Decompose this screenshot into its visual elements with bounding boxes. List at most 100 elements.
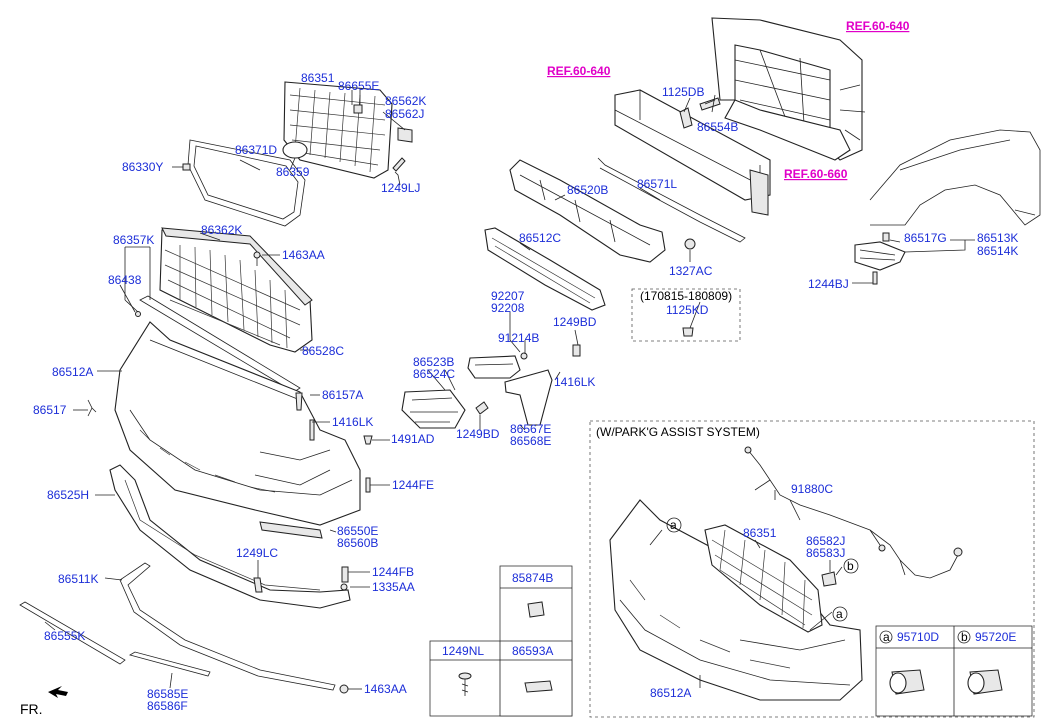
part-number-label[interactable]: 1416LK [554, 375, 595, 389]
part-number-label[interactable]: 86330Y [122, 160, 163, 174]
ref-label[interactable]: REF.60-660 [784, 167, 848, 181]
part-number-label[interactable]: 86513K [977, 231, 1018, 245]
part-number-label[interactable]: 86582J [806, 534, 845, 548]
part-number-label[interactable]: 1125DB [662, 85, 704, 99]
park-assist-box [589, 420, 1035, 718]
clip-86330y-drawing [182, 163, 191, 171]
part-number-label[interactable]: 92208 [491, 301, 525, 315]
molding-strip-86357k-drawing [139, 295, 301, 393]
part-number-label[interactable]: 86438 [108, 273, 142, 287]
part-number-label[interactable]: 86359 [276, 165, 310, 179]
front-bumper-cover-drawing [114, 321, 361, 526]
part-number-label[interactable]: 86567E [510, 422, 551, 436]
part-number-label[interactable]: 86562J [385, 107, 424, 121]
part-number-label[interactable]: 1249LC [236, 546, 278, 560]
part-number-label[interactable]: 86357K [113, 233, 154, 247]
part-number-label[interactable]: 86517G [904, 231, 947, 245]
part-number-label[interactable]: 1463AA [364, 682, 407, 696]
part-number-label[interactable]: 86593A [512, 644, 553, 658]
part-number-label[interactable]: 86554B [697, 120, 738, 134]
part-number-label[interactable]: 86525H [47, 488, 89, 502]
fender-outline-drawing [869, 129, 1041, 226]
part-number-label[interactable]: 1125KD [666, 303, 709, 317]
part-number-label[interactable]: 86571L [637, 177, 677, 191]
part-number-label[interactable]: 86511K [58, 572, 98, 586]
part-number-label[interactable]: 86560B [337, 536, 378, 550]
marker-b-circle [843, 558, 859, 574]
sensor-table [875, 625, 1033, 717]
part-number-label[interactable]: 86550E [337, 524, 378, 538]
radiator-support-drawing [711, 17, 866, 161]
clip-86593a-drawing [524, 680, 553, 693]
part-number-label[interactable]: 86655E [338, 79, 379, 93]
part-number-label[interactable]: 1249BD [456, 427, 500, 441]
sensor-marker-a: a [883, 630, 890, 644]
part-number-label[interactable]: 1491AD [391, 432, 435, 446]
part-number-label[interactable]: 86555K [44, 629, 85, 643]
part-number-label[interactable]: 95720E [975, 630, 1016, 644]
part-number-label[interactable]: 86520B [567, 183, 608, 197]
part-number-label[interactable]: 86512C [519, 231, 561, 245]
lower-grille-drawing [159, 227, 313, 353]
part-number-label[interactable]: 86568E [510, 434, 551, 448]
part-number-label[interactable]: 86512A [52, 365, 93, 379]
strip-86585e-drawing [128, 651, 211, 677]
clip-85874b-drawing [527, 601, 545, 618]
part-number-label[interactable]: 86586F [147, 699, 188, 713]
part-number-label[interactable]: 1416LK [332, 415, 373, 429]
part-number-label[interactable]: 1249NL [442, 644, 484, 658]
screw-1249lj-drawing [392, 157, 406, 172]
part-number-label[interactable]: 86514K [977, 244, 1018, 258]
lower-strip-86511k-drawing [119, 562, 336, 691]
front-direction-label: FR. [20, 701, 43, 717]
nut-1327ac-drawing [684, 238, 696, 250]
part-number-label[interactable]: 1327AC [669, 264, 713, 278]
part-number-label[interactable]: 86351 [301, 71, 335, 85]
part-number-label[interactable]: 1463AA [282, 248, 325, 262]
part-number-label[interactable]: 86524C [413, 367, 455, 381]
park-assist-leaders [649, 490, 843, 688]
part-number-label[interactable]: 86585E [147, 687, 188, 701]
lower-garnish-86512c-drawing [484, 227, 606, 311]
part-number-label[interactable]: 92207 [491, 289, 525, 303]
part-number-label[interactable]: 86523B [413, 355, 454, 369]
part-number-label[interactable]: 95710D [897, 630, 939, 644]
part-number-label[interactable]: 86528C [302, 344, 344, 358]
bumper-beam-drawing [614, 89, 771, 216]
ref-label[interactable]: REF.60-640 [846, 19, 910, 33]
part-number-label[interactable]: 86517 [33, 403, 67, 417]
skid-plate-drawing [259, 521, 323, 539]
part-number-label[interactable]: 1249LJ [381, 181, 420, 195]
park-assist-bumper-drawing [609, 499, 863, 701]
part-number-label[interactable]: 85874B [512, 571, 553, 585]
marker-a-circle-1 [666, 517, 682, 533]
marker-a-circle-2 [832, 606, 848, 622]
part-number-label[interactable]: 1244BJ [808, 277, 849, 291]
ref-label[interactable]: REF.60-640 [547, 64, 611, 78]
part-number-label[interactable]: 86562K [385, 94, 426, 108]
sensor-95710d-drawing [889, 669, 925, 695]
part-number-label[interactable]: 1244FB [372, 565, 414, 579]
part-number-label[interactable]: 1244FE [392, 478, 434, 492]
part-number-label[interactable]: 91880C [791, 482, 833, 496]
parts-table [429, 565, 573, 717]
bracket-86562k-drawing [397, 127, 413, 143]
beam-strip-drawing [597, 157, 746, 243]
part-number-label[interactable]: 86362K [201, 223, 242, 237]
sensor-95720e-drawing [967, 669, 1003, 695]
side-bracket-drawing [854, 232, 906, 285]
part-number-label[interactable]: 86512A [650, 686, 691, 700]
marker-a-label: a [670, 518, 677, 532]
fog-bezel-right-drawing [467, 355, 521, 379]
part-number-label[interactable]: 86371D [235, 143, 277, 157]
part-number-label[interactable]: 91214B [498, 331, 539, 345]
part-number-label[interactable]: 1249BD [553, 315, 597, 329]
part-number-label[interactable]: 86351 [743, 526, 777, 540]
front-direction-arrow-icon [48, 686, 68, 698]
part-number-label[interactable]: 86583J [806, 546, 845, 560]
part-number-label[interactable]: 86157A [322, 388, 363, 402]
part-number-label[interactable]: 1335AA [372, 580, 415, 594]
marker-b-label: b [847, 559, 854, 573]
sensor-marker-b: b [961, 630, 968, 644]
